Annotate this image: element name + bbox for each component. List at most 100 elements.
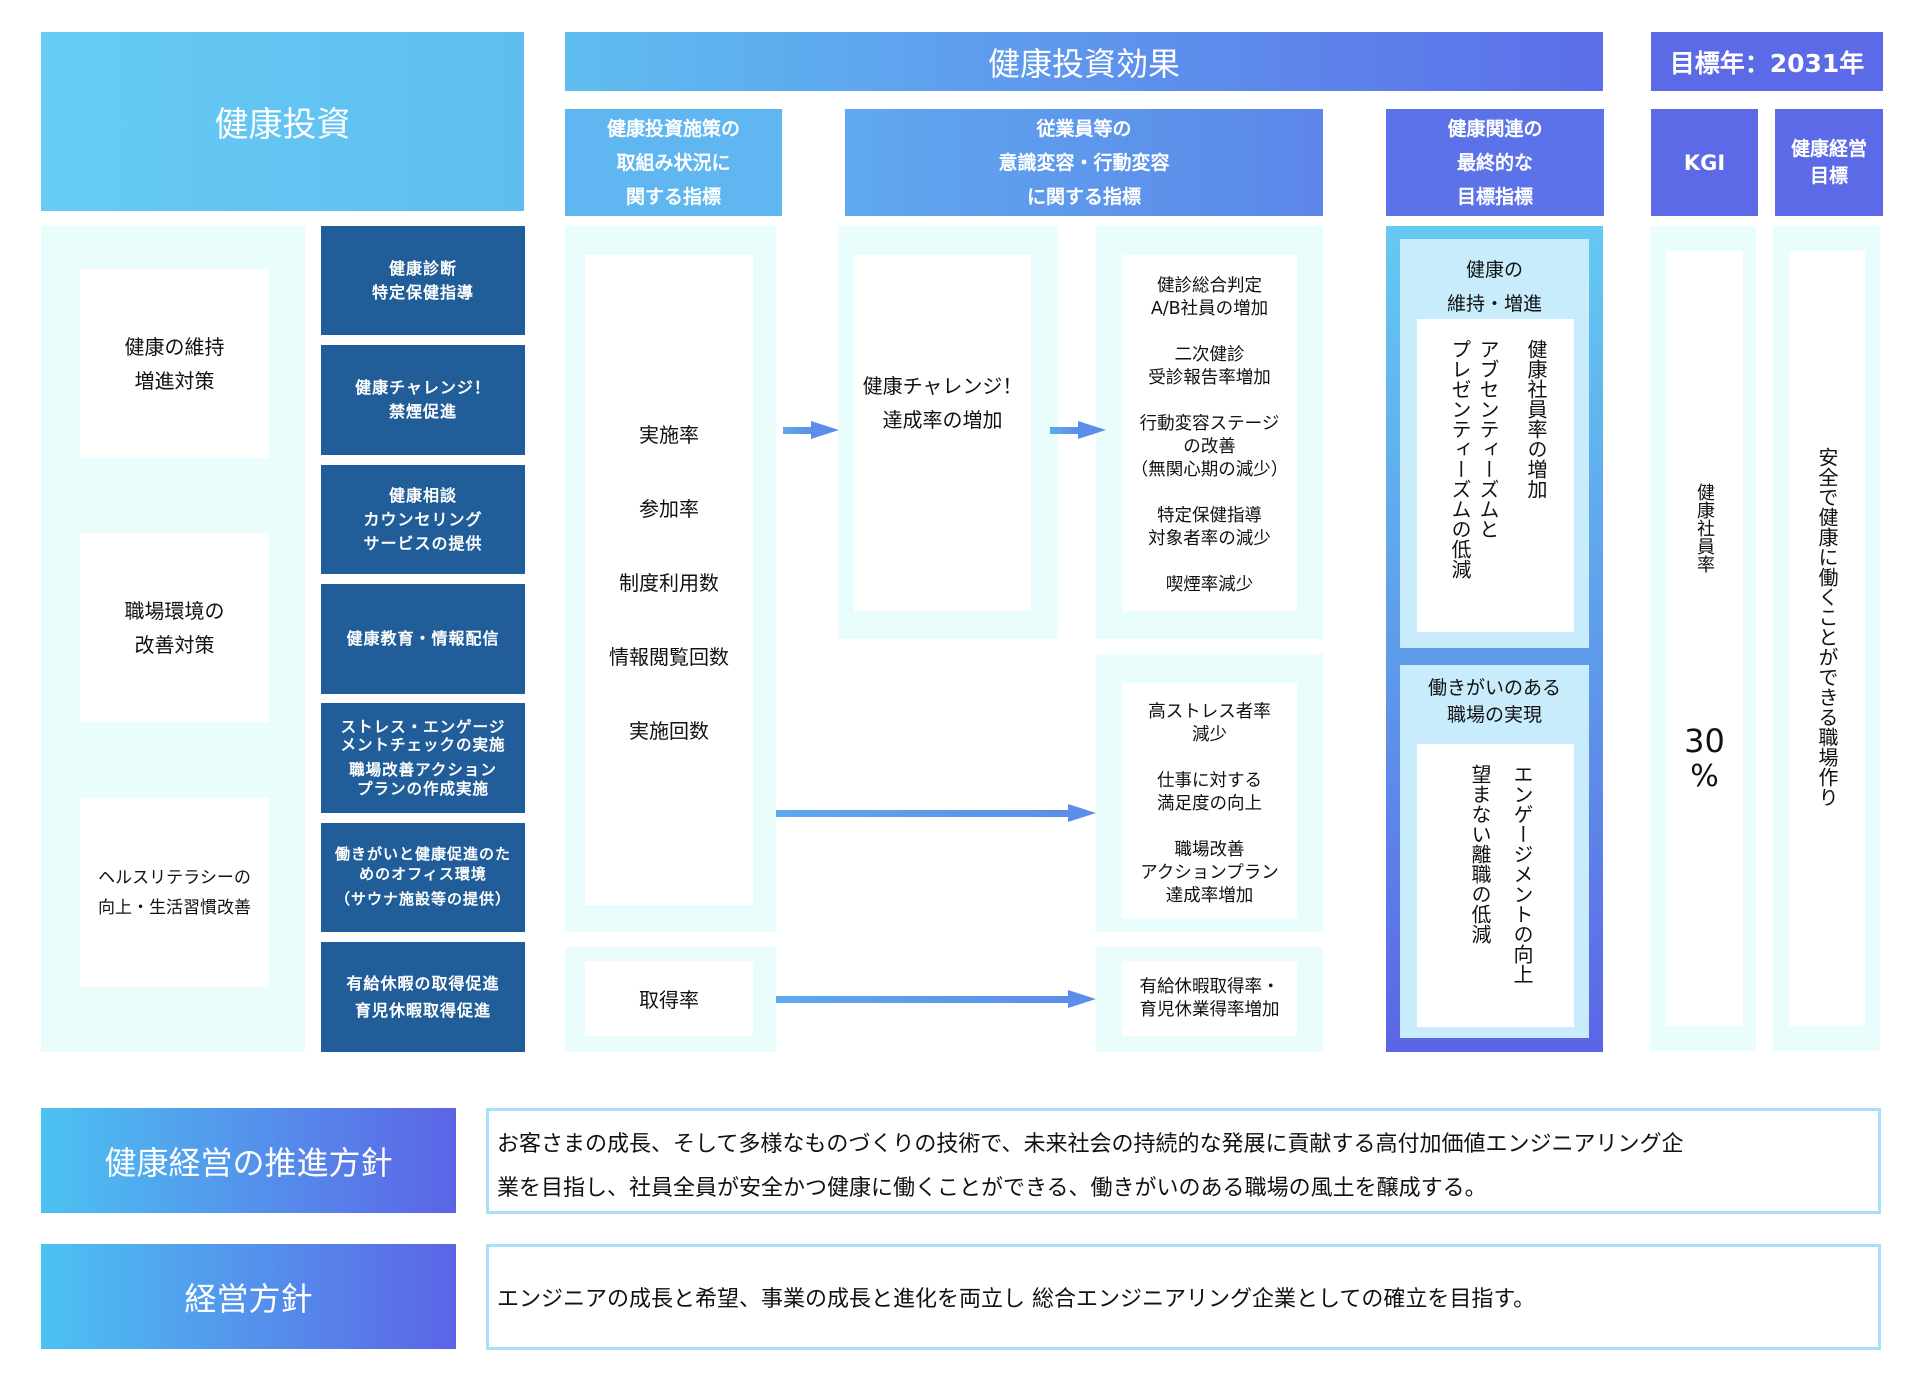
outcome-line: 行動変容ステージ: [1139, 414, 1280, 434]
category-line: 改善対策: [134, 632, 215, 657]
subheader-final-indicators: 健康関連の 最終的な 目標指標: [1386, 109, 1604, 216]
outcome-line: （無関心期の減少）: [1130, 460, 1289, 480]
management-goal-box: 安全で健康に働くことができる職場作り: [1789, 251, 1865, 1026]
measure-line: 職場改善アクション: [349, 761, 497, 779]
challenge-line: 達成率の増加: [882, 408, 1003, 432]
kgi-unit: %: [1690, 759, 1719, 794]
final-goal-workplace: 働きがいのある 職場の実現 エンゲージメントの向上 望まない離職の低減: [1400, 665, 1589, 1038]
final-goal-title-line: 維持・増進: [1446, 293, 1542, 315]
outcome-item: 行動変容ステージ の改善 （無関心期の減少）: [1122, 413, 1297, 482]
final-goal-health: 健康の 維持・増進 健康社員率の増加 アブセンティーズムと プレゼンティーズムの…: [1400, 239, 1589, 648]
arrow-shaft: [1050, 427, 1080, 434]
outcomes-leave-box: 有給休暇取得率・ 育児休業得率増加: [1122, 961, 1297, 1036]
outcome-line: アクションプラン: [1140, 863, 1279, 883]
investment-category: ヘルスリテラシーの 向上・生活習慣改善: [80, 798, 269, 987]
outcome-item: 喫煙率減少: [1122, 574, 1297, 597]
outcome-item: 健診総合判定 A/B社員の増加: [1122, 275, 1297, 321]
outcome-line: 対象者率の減少: [1148, 529, 1271, 549]
outcome-line: 達成率増加: [1165, 886, 1254, 906]
kgi-label: 健康社員率: [1694, 483, 1715, 573]
category-line: 増進対策: [134, 368, 215, 393]
final-goal-title-line: 健康の: [1465, 259, 1523, 281]
outcome-line: 喫煙率減少: [1165, 575, 1254, 595]
policy-text-line: 業を目指し、社員全員が安全かつ健康に働くことができる、働きがいのある職場の風土を…: [497, 1176, 1487, 1201]
subheader-line: 関する指標: [625, 185, 721, 208]
measure-line: 健康教育・情報配信: [346, 629, 500, 648]
arrow-shaft: [783, 427, 813, 434]
leave-indicator-label: 取得率: [639, 988, 699, 1012]
policy-label-text: 経営方針: [184, 1279, 313, 1318]
outcome-item: 仕事に対する 満足度の向上: [1122, 770, 1297, 816]
outcome-item: 特定保健指導 対象者率の減少: [1122, 505, 1297, 551]
investment-header-title: 健康投資: [214, 105, 351, 145]
final-goal-item: プレゼンティーズムの低減: [1448, 339, 1472, 579]
final-goal-item: エンゲージメントの向上: [1510, 764, 1534, 984]
measure-box: 健康チャレンジ！ 禁煙促進: [321, 345, 525, 455]
target-year-header: 目標年：2031年: [1651, 32, 1883, 91]
subheader-line: 健康関連の: [1447, 117, 1543, 140]
indicator-item: 参加率: [639, 497, 699, 521]
outcome-item: 職場改善 アクションプラン 達成率増加: [1122, 839, 1297, 908]
subheader-line: 従業員等の: [1036, 117, 1132, 140]
outcome-line: 受診報告率増加: [1148, 368, 1271, 388]
final-goal-title-line: 職場の実現: [1446, 704, 1542, 726]
kgi-header-label: KGI: [1683, 150, 1726, 175]
outcome-item: 高ストレス者率 減少: [1122, 701, 1297, 747]
measure-line: 健康チャレンジ！: [355, 378, 491, 397]
outcome-line: 育児休業得率増加: [1139, 999, 1280, 1020]
effect-header-title: 健康投資効果: [987, 44, 1180, 83]
measure-line: メントチェックの実施: [340, 736, 506, 755]
investment-category: 職場環境の 改善対策: [80, 533, 269, 722]
measure-line: サービスの提供: [363, 533, 483, 553]
measure-box: ストレス・エンゲージ メントチェックの実施 職場改善アクション プランの作成実施: [321, 703, 525, 813]
measure-box: 健康教育・情報配信: [321, 584, 525, 694]
effect-header: 健康投資効果: [565, 32, 1603, 91]
measure-box: 有給休暇の取得促進 育児休暇取得促進: [321, 942, 525, 1052]
indicator-item: 実施回数: [629, 719, 709, 743]
subheader-kgi: KGI: [1651, 109, 1758, 216]
outcome-item: 二次健診 受診報告率増加: [1122, 344, 1297, 390]
measure-line: めのオフィス環境: [359, 864, 487, 883]
policy-text-line: お客さまの成長、そして多様なものづくりの技術で、未来社会の持続的な発展に貢献する…: [497, 1132, 1684, 1157]
outcome-line: 有給休暇取得率・: [1139, 976, 1280, 997]
arrow-head: [811, 421, 839, 439]
final-goal-item: 望まない離職の低減: [1468, 764, 1492, 944]
indicator-item: 実施率: [639, 423, 699, 447]
measure-line: 禁煙促進: [388, 402, 457, 421]
policy-label-management: 経営方針: [41, 1244, 456, 1349]
investment-category: 健康の維持 増進対策: [80, 269, 269, 458]
subheader-line: 取組み状況に: [616, 151, 731, 174]
final-goal-item: アブセンティーズムと: [1476, 339, 1500, 539]
arrow-shaft: [776, 996, 1070, 1003]
indicator-item: 制度利用数: [619, 571, 719, 595]
subheader-initiative-indicators: 健康投資施策の 取組み状況に 関する指標: [565, 109, 782, 216]
measure-line: カウンセリング: [363, 509, 483, 529]
final-goal-title-line: 働きがいのある: [1427, 677, 1561, 699]
policy-text-health-management: お客さまの成長、そして多様なものづくりの技術で、未来社会の持続的な発展に貢献する…: [486, 1108, 1881, 1214]
target-year-label: 目標年：2031年: [1669, 48, 1865, 78]
outcome-line: の改善: [1183, 437, 1236, 457]
outcome-line: 高ストレス者率: [1148, 702, 1271, 722]
final-goal-item: 健康社員率の増加: [1524, 339, 1548, 499]
outcome-line: 健診総合判定: [1157, 276, 1262, 296]
subheader-line: 健康経営: [1790, 137, 1867, 160]
kgi-box: 健康社員率 30 %: [1666, 251, 1743, 1026]
final-goal-title: 働きがいのある 職場の実現: [1400, 675, 1589, 729]
subheader-line: 健康投資施策の: [606, 117, 740, 140]
category-line: 向上・生活習慣改善: [98, 897, 251, 918]
measure-line: 育児休暇取得促進: [354, 1001, 491, 1020]
arrow-head: [1078, 421, 1106, 439]
outcomes-workplace-list: 高ストレス者率 減少 仕事に対する 満足度の向上 職場改善 アクションプラン 達…: [1122, 683, 1297, 918]
measure-box: 働きがいと健康促進のた めのオフィス環境 （サウナ施設等の提供）: [321, 823, 525, 932]
outcomes-health-list: 健診総合判定 A/B社員の増加 二次健診 受診報告率増加 行動変容ステージ の改…: [1122, 255, 1297, 611]
measure-line: （サウナ施設等の提供）: [334, 890, 511, 909]
challenge-box: 健康チャレンジ！ 達成率の増加: [854, 255, 1031, 611]
outcome-line: 職場改善: [1174, 840, 1245, 860]
category-line: 健康の維持: [124, 334, 225, 359]
subheader-line: 目標: [1809, 164, 1848, 187]
subheader-management-goal: 健康経営 目標: [1775, 109, 1883, 216]
final-goal-items: エンゲージメントの向上 望まない離職の低減: [1417, 744, 1574, 1027]
leave-indicator: 取得率: [585, 961, 753, 1036]
arrow-head: [1068, 990, 1096, 1008]
policy-text-management: エンジニアの成長と希望、事業の成長と進化を両立し 総合エンジニアリング企業として…: [486, 1244, 1881, 1350]
